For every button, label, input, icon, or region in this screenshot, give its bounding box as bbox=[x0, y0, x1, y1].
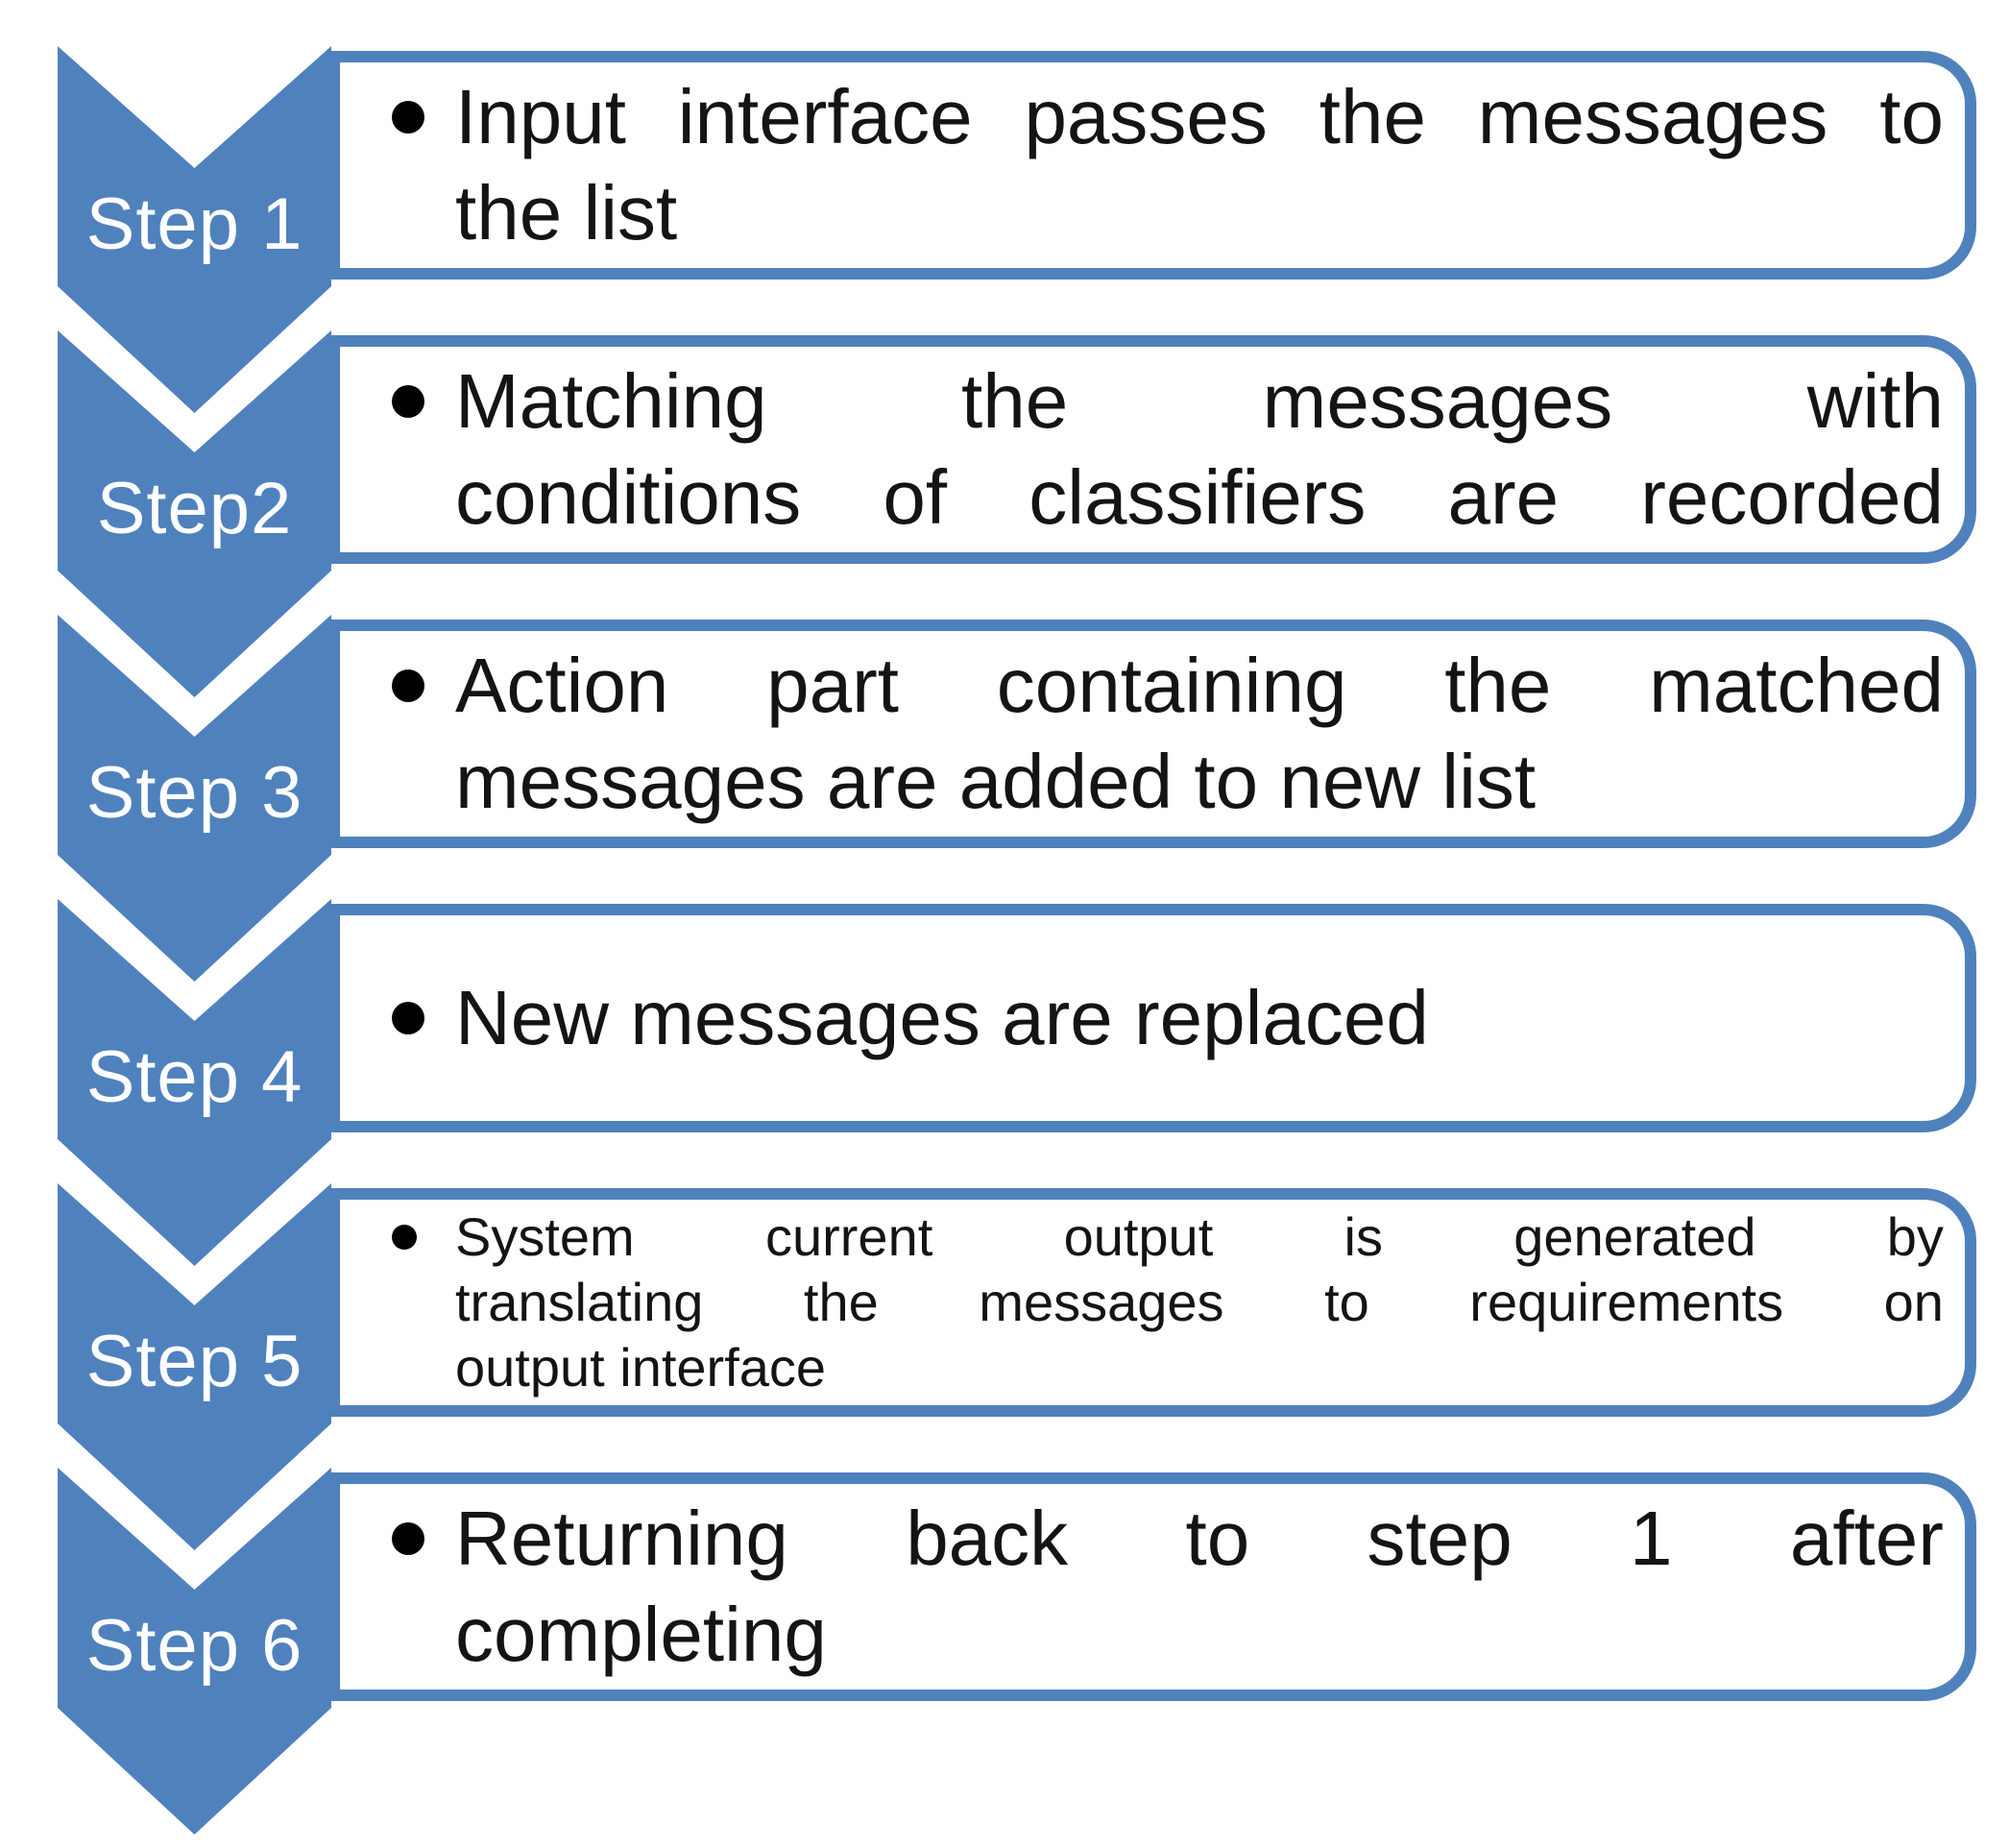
step-label: Step 5 bbox=[85, 1320, 303, 1402]
word: Returning bbox=[455, 1495, 788, 1581]
word: messages bbox=[979, 1272, 1224, 1332]
word: the bbox=[803, 1272, 879, 1332]
word: the bbox=[1444, 643, 1552, 728]
word: is bbox=[1343, 1206, 1383, 1267]
word: recorded bbox=[1640, 454, 1944, 540]
word: to bbox=[1185, 1495, 1250, 1581]
word: 1 bbox=[1630, 1495, 1673, 1581]
word: messages bbox=[1477, 74, 1828, 159]
step-text-line: conditions of classifiers are recorded bbox=[455, 450, 1944, 546]
step-text-line: Action part containing the matched bbox=[392, 638, 1944, 734]
step-text-line: messages are added to new list bbox=[455, 739, 1537, 824]
step-box-text: New messages are replaced bbox=[392, 970, 1944, 1066]
word: Input bbox=[455, 74, 626, 159]
step-box-4: New messages are replaced bbox=[328, 904, 1976, 1132]
step-box-6: Returning back to step 1 after completing bbox=[328, 1472, 1976, 1701]
word: classifiers bbox=[1029, 454, 1367, 540]
word: to bbox=[1879, 74, 1944, 159]
bullet-icon bbox=[392, 1225, 417, 1250]
step-text-line: New messages are replaced bbox=[392, 970, 1944, 1066]
word: back bbox=[906, 1495, 1069, 1581]
word: on bbox=[1883, 1272, 1944, 1332]
word: output bbox=[1063, 1206, 1214, 1267]
word: containing bbox=[996, 643, 1347, 728]
step-chevron-1: Step 1 bbox=[58, 46, 331, 413]
word: generated bbox=[1513, 1206, 1756, 1267]
word: Matching bbox=[455, 358, 767, 444]
word: are bbox=[1447, 454, 1560, 540]
step-text-line: completing bbox=[455, 1592, 827, 1677]
step-text-line: the list bbox=[455, 170, 678, 255]
word: requirements bbox=[1469, 1272, 1784, 1332]
step-text-line: Matching the messages with bbox=[392, 353, 1944, 450]
step-label: Step 3 bbox=[85, 751, 303, 834]
step-text-line: Input interface passes the messages to bbox=[392, 69, 1944, 165]
step-label: Step 4 bbox=[85, 1035, 303, 1118]
word: System bbox=[455, 1206, 635, 1267]
word: of bbox=[883, 454, 948, 540]
word: to bbox=[1324, 1272, 1369, 1332]
step-box-3: Action part containing the matched messages a… bbox=[328, 620, 1976, 848]
step-text-line: translating the messages to requirements on bbox=[455, 1270, 1944, 1335]
bullet-icon bbox=[392, 669, 424, 702]
word: matched bbox=[1649, 643, 1944, 728]
step-text-line: output interface bbox=[455, 1337, 827, 1398]
step-box-text: Returning back to step 1 after completing bbox=[392, 1491, 1944, 1683]
word: translating bbox=[455, 1272, 704, 1332]
word: conditions bbox=[455, 454, 802, 540]
step-label: Step 6 bbox=[85, 1604, 303, 1687]
bullet-icon bbox=[392, 385, 424, 418]
step-box-text: Input interface passes the messages to the lis… bbox=[392, 69, 1944, 261]
bullet-icon bbox=[392, 101, 424, 134]
step-text-line: System current output is generated by bbox=[392, 1204, 1944, 1270]
word: current bbox=[764, 1206, 933, 1267]
word: Action bbox=[455, 643, 669, 728]
step-label: Step2 bbox=[96, 467, 293, 549]
word: part bbox=[766, 643, 899, 728]
word: messages bbox=[1262, 358, 1613, 444]
step-box-1: Input interface passes the messages to the lis… bbox=[328, 51, 1976, 280]
word: with bbox=[1806, 358, 1944, 444]
word: step bbox=[1367, 1495, 1513, 1581]
word: the bbox=[1319, 74, 1426, 159]
word: by bbox=[1886, 1206, 1944, 1267]
step-text-line: Returning back to step 1 after bbox=[392, 1491, 1944, 1587]
step-label: Step 1 bbox=[85, 182, 303, 265]
word: after bbox=[1789, 1495, 1944, 1581]
bullet-icon bbox=[392, 1522, 424, 1555]
bullet-icon bbox=[392, 1002, 424, 1034]
step-box-text: Action part containing the matched messages a… bbox=[392, 638, 1944, 830]
word: passes bbox=[1024, 74, 1268, 159]
word: interface bbox=[677, 74, 973, 159]
word: the bbox=[961, 358, 1069, 444]
